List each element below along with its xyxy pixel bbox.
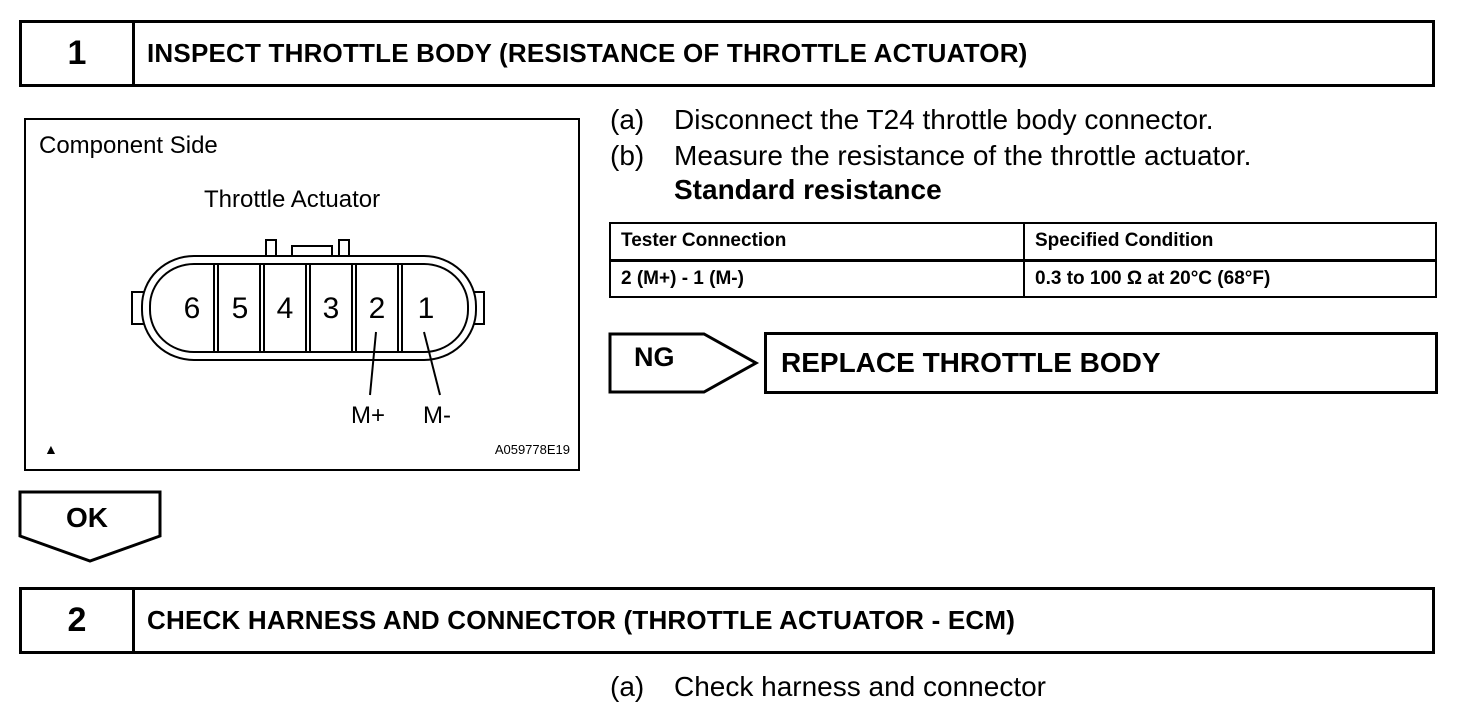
ng-label: NG xyxy=(634,342,675,372)
pin-3: 3 xyxy=(323,292,340,325)
step-1-title: INSPECT THROTTLE BODY (RESISTANCE OF THR… xyxy=(147,38,1028,68)
pin-1: 1 xyxy=(418,292,435,325)
pin-2: 2 xyxy=(369,292,386,325)
table-cell: 0.3 to 100 Ω at 20°C (68°F) xyxy=(1023,259,1437,298)
spec-table: Tester Connection Specified Condition 2 … xyxy=(609,222,1437,298)
pin-5: 5 xyxy=(232,292,249,325)
figure-marker-icon: ▲ xyxy=(44,441,58,457)
pin-6: 6 xyxy=(184,292,201,325)
ng-arrow-icon xyxy=(608,332,760,394)
table-header-cell: Tester Connection xyxy=(609,222,1025,262)
instruction-a: (a) Disconnect the T24 throttle body conn… xyxy=(610,102,1214,138)
instruction-a-text: Disconnect the T24 throttle body connect… xyxy=(674,104,1214,135)
ok-arrow-icon xyxy=(18,490,162,563)
ng-action-box: REPLACE THROTTLE BODY xyxy=(764,332,1438,394)
m-plus-label: M+ xyxy=(351,402,385,429)
ok-label: OK xyxy=(66,502,108,533)
table-header-cell: Specified Condition xyxy=(1023,222,1437,262)
table-header-row: Tester Connection Specified Condition xyxy=(609,222,1437,262)
m-minus-label: M- xyxy=(423,402,451,429)
figure-code: A059778E19 xyxy=(494,442,570,457)
step-2-header: 2 CHECK HARNESS AND CONNECTOR (THROTTLE … xyxy=(19,587,1435,654)
instruction-a-label: (a) xyxy=(610,104,645,135)
ng-action-text: REPLACE THROTTLE BODY xyxy=(781,347,1161,378)
standard-heading: Standard resistance xyxy=(674,174,942,205)
step-1-number: 1 xyxy=(22,23,135,84)
instruction-b-label: (b) xyxy=(610,140,645,171)
step-2-instruction-a: (a) Check harness and connector xyxy=(610,669,1046,705)
step-2-number: 2 xyxy=(22,590,135,651)
table-cell: 2 (M+) - 1 (M-) xyxy=(609,259,1025,298)
instruction-b-text: Measure the resistance of the throttle a… xyxy=(674,140,1252,171)
instruction-b: (b) Measure the resistance of the throttl… xyxy=(610,138,1251,174)
connector-drawing: 6 5 4 3 2 1 M+ M- xyxy=(131,239,485,429)
step-1-header: 1 INSPECT THROTTLE BODY (RESISTANCE OF T… xyxy=(19,20,1435,87)
step-2-instruction-text: Check harness and connector xyxy=(674,671,1046,702)
table-row: 2 (M+) - 1 (M-) 0.3 to 100 Ω at 20°C (68… xyxy=(609,259,1437,298)
pin-4: 4 xyxy=(277,292,294,325)
figure-title: Component Side xyxy=(39,132,218,159)
figure-component-label: Throttle Actuator xyxy=(204,186,381,213)
step-2-instruction-label: (a) xyxy=(610,671,645,702)
step-2-title: CHECK HARNESS AND CONNECTOR (THROTTLE AC… xyxy=(147,605,1016,635)
connector-figure: Component Side Throttle Actuator 6 5 4 3… xyxy=(24,118,580,471)
